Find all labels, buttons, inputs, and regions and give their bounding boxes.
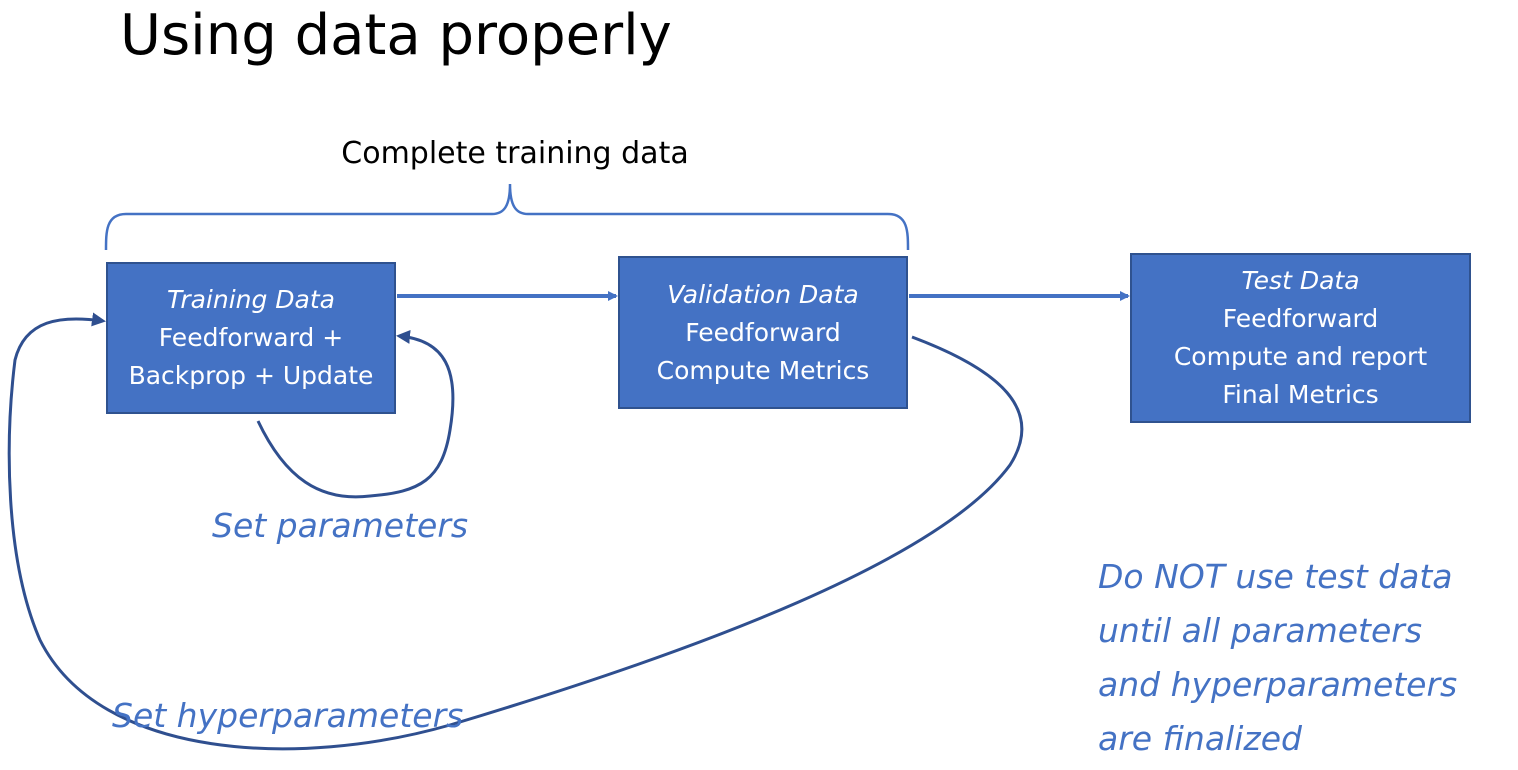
warning-line1: Do NOT use test data: [1098, 557, 1453, 596]
validation-box-line2: Compute Metrics: [656, 355, 870, 385]
training-box-heading: Training Data: [166, 285, 336, 314]
set-parameters-loop-arrow: [256, 329, 455, 499]
warning-line2: until all parameters: [1098, 611, 1423, 650]
training-box-line1: Feedforward +: [158, 323, 344, 352]
validation-box-heading: Validation Data: [667, 279, 859, 309]
test-box-line1: Feedforward: [1222, 304, 1379, 333]
bracket-label: Complete training data: [341, 136, 689, 171]
training-data-box: Training Data Feedforward + Backprop + U…: [106, 262, 396, 414]
test-box-heading: Test Data: [1241, 266, 1360, 295]
set-parameters-label: Set parameters: [212, 506, 469, 545]
set-hyperparameters-loop-arrow: [7, 312, 1024, 751]
set-hyperparameters-label: Set hyperparameters: [112, 696, 464, 735]
validation-box-line1: Feedforward: [685, 317, 841, 347]
test-box-line3: Final Metrics: [1222, 380, 1379, 409]
warning-note: Do NOT use test data until all parameter…: [1098, 550, 1457, 766]
slide-title: Using data properly: [120, 3, 672, 68]
warning-line4: are finalized: [1098, 719, 1302, 758]
training-box-line2: Backprop + Update: [128, 361, 374, 390]
test-box-line2: Compute and report: [1173, 342, 1428, 371]
test-data-box: Test Data Feedforward Compute and report…: [1130, 253, 1471, 423]
warning-line3: and hyperparameters: [1098, 665, 1458, 704]
validation-data-box: Validation Data Feedforward Compute Metr…: [618, 256, 908, 409]
training-data-bracket: [104, 183, 910, 251]
